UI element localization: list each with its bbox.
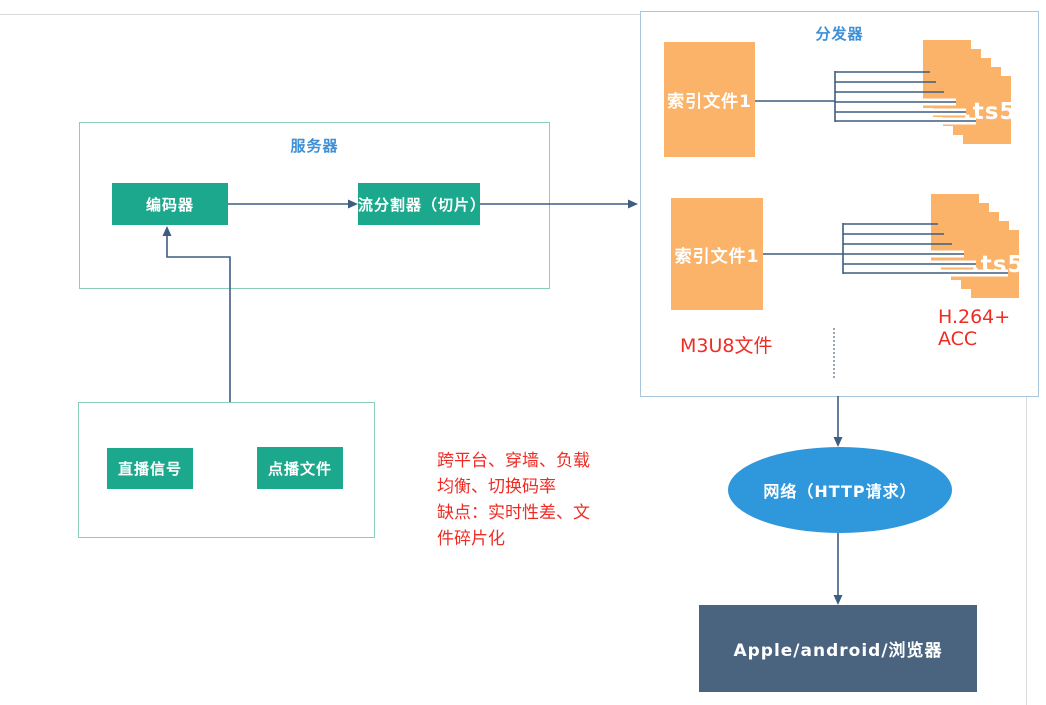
vod-file-node: 点播文件 [257,447,343,489]
index-file-1-node: 索引文件1 [664,42,755,157]
distributor-group-box: 分发器 [640,11,1039,397]
notes-line-3: 缺点：实时性差、文 [437,503,590,523]
ts-page [963,76,1011,144]
codec-label: H.264+ ACC [938,306,1011,350]
ts-page [971,230,1019,298]
ts-stack-2 [931,194,1021,300]
notes-line-1: 跨平台、穿墙、负载 [437,451,590,471]
splitter-node: 流分割器（切片） [358,183,485,225]
source-group-box [78,402,375,538]
network-ellipse: 网络（HTTP请求） [728,447,952,533]
m3u8-label: M3U8文件 [680,335,773,357]
ts-stack-1 [923,40,1013,146]
page-edge-line [1026,397,1027,705]
top-divider-line [0,14,641,15]
notes-line-4: 件碎片化 [437,529,505,549]
encoder-node: 编码器 [112,183,228,225]
ts-stack-1-label: .ts5 [963,99,1017,125]
notes-text: 跨平台、穿墙、负载 均衡、切换码率 缺点：实时性差、文 件碎片化 [437,448,607,552]
distributor-group-title: 分发器 [815,25,864,43]
live-signal-node: 直播信号 [107,448,193,489]
server-group-box: 服务器 [79,122,550,289]
notes-line-2: 均衡、切换码率 [437,477,556,497]
client-box: Apple/android/浏览器 [699,605,977,692]
server-group-title: 服务器 [290,137,339,155]
dotted-continuation-line [833,328,835,378]
index-file-2-node: 索引文件1 [671,198,763,310]
ts-stack-2-label: .ts5 [971,252,1025,278]
